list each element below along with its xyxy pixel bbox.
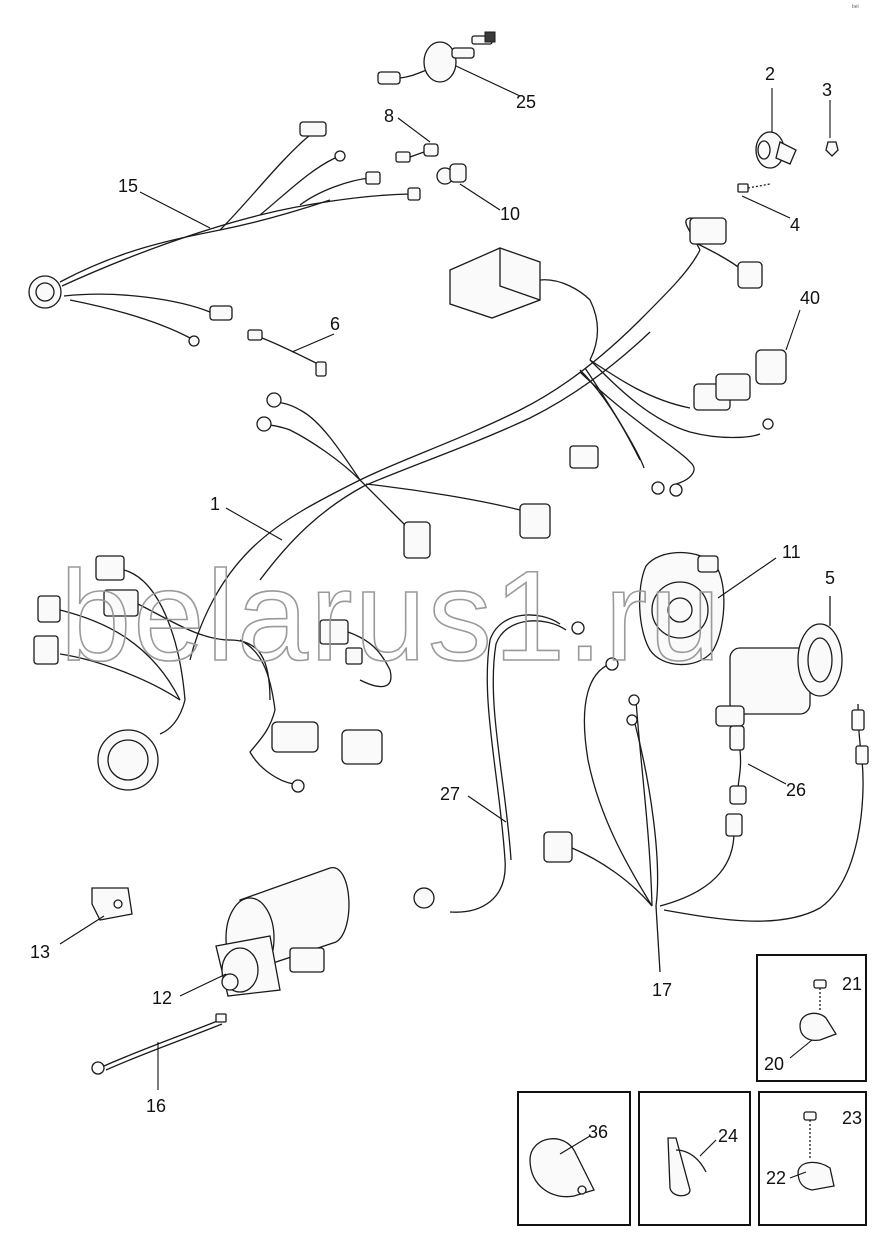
callout-23: 23 <box>842 1108 862 1128</box>
part-22-clamp <box>789 1161 835 1191</box>
part-3-nut <box>825 100 839 157</box>
callout-2: 2 <box>765 64 775 84</box>
callout-1: 1 <box>210 494 220 514</box>
callout-22: 22 <box>766 1168 786 1188</box>
part-4-bolt <box>737 183 791 219</box>
part-15-harness <box>28 121 421 347</box>
callout-15: 15 <box>118 176 138 196</box>
part-5-compressor <box>729 596 843 715</box>
callout-3: 3 <box>822 80 832 100</box>
detail-box-24 <box>638 1091 751 1226</box>
callout-26: 26 <box>786 780 806 800</box>
callout-labels: 25 8 10 2 3 4 15 6 40 1 11 5 26 27 13 12… <box>30 64 862 1188</box>
left-connector-cluster <box>33 555 392 793</box>
callout-5: 5 <box>825 568 835 588</box>
callout-17: 17 <box>652 980 672 1000</box>
part-24-tie <box>667 1137 717 1197</box>
part-26-wire <box>715 705 787 805</box>
part-11-alternator <box>638 551 777 666</box>
callout-25: 25 <box>516 92 536 112</box>
callout-10: 10 <box>500 204 520 224</box>
callout-11: 11 <box>782 542 801 562</box>
part-1-main-harness <box>189 217 774 661</box>
part-20-clamp <box>789 1012 837 1059</box>
corner-mark: bel <box>852 4 859 10</box>
callout-8: 8 <box>384 106 394 126</box>
callout-40: 40 <box>800 288 820 308</box>
callout-24: 24 <box>718 1126 738 1146</box>
callout-6: 6 <box>330 314 340 334</box>
watermark-text: belarus1.ru <box>60 545 722 688</box>
part-17-harness <box>543 657 869 973</box>
callout-36: 36 <box>588 1122 608 1142</box>
part-36-clamp <box>529 1135 595 1198</box>
main-ecu-connector <box>449 247 599 361</box>
part-10-sensor <box>436 163 501 211</box>
callout-13: 13 <box>30 942 50 962</box>
detail-box-20-21 <box>756 954 867 1082</box>
part-23-screw <box>803 1111 817 1160</box>
part-6-wire <box>247 329 335 377</box>
part-16-ground-strap <box>91 1013 227 1090</box>
detail-box-36 <box>517 1091 631 1226</box>
callout-21: 21 <box>842 974 862 994</box>
part-27-battery-cable <box>413 614 585 913</box>
part-12-starter <box>179 867 350 997</box>
callout-27: 27 <box>440 784 460 804</box>
callout-12: 12 <box>152 988 172 1008</box>
callout-16: 16 <box>146 1096 166 1116</box>
part-21-screw <box>813 979 827 1010</box>
detail-box-22-23 <box>758 1091 867 1226</box>
part-2-horn <box>755 88 797 169</box>
part-40-connector <box>715 309 801 401</box>
callout-20: 20 <box>764 1054 784 1074</box>
callout-4: 4 <box>790 215 800 235</box>
part-13-relay <box>59 887 133 945</box>
part-8-sensor <box>395 117 439 163</box>
part-25-solenoid <box>377 31 521 97</box>
